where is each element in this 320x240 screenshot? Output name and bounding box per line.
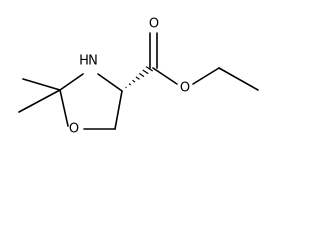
bond-ester-o-ch2 — [192, 67, 220, 85]
bond-carboxyl-c-ester-o — [152, 67, 178, 85]
atom-label-h: H — [79, 54, 89, 69]
bond-o1-c2 — [59, 89, 69, 127]
atom-label-ring-o: O — [69, 122, 79, 137]
stereo-hashed-wedge — [125, 66, 154, 89]
bond-c2-n3 — [59, 73, 84, 91]
bond-c2-methyl-b — [18, 89, 61, 113]
atom-label-n: N — [88, 54, 98, 69]
bond-n3-c4 — [97, 73, 123, 92]
atom-label-ester-o: O — [180, 81, 190, 96]
bond-c4-c5 — [114, 90, 123, 130]
bond-ch2-ch3 — [218, 67, 259, 91]
chemical-structure: H N O O O — [18, 17, 259, 137]
atom-label-carbonyl-o: O — [149, 17, 159, 32]
bond-c2-methyl-a — [22, 78, 61, 91]
